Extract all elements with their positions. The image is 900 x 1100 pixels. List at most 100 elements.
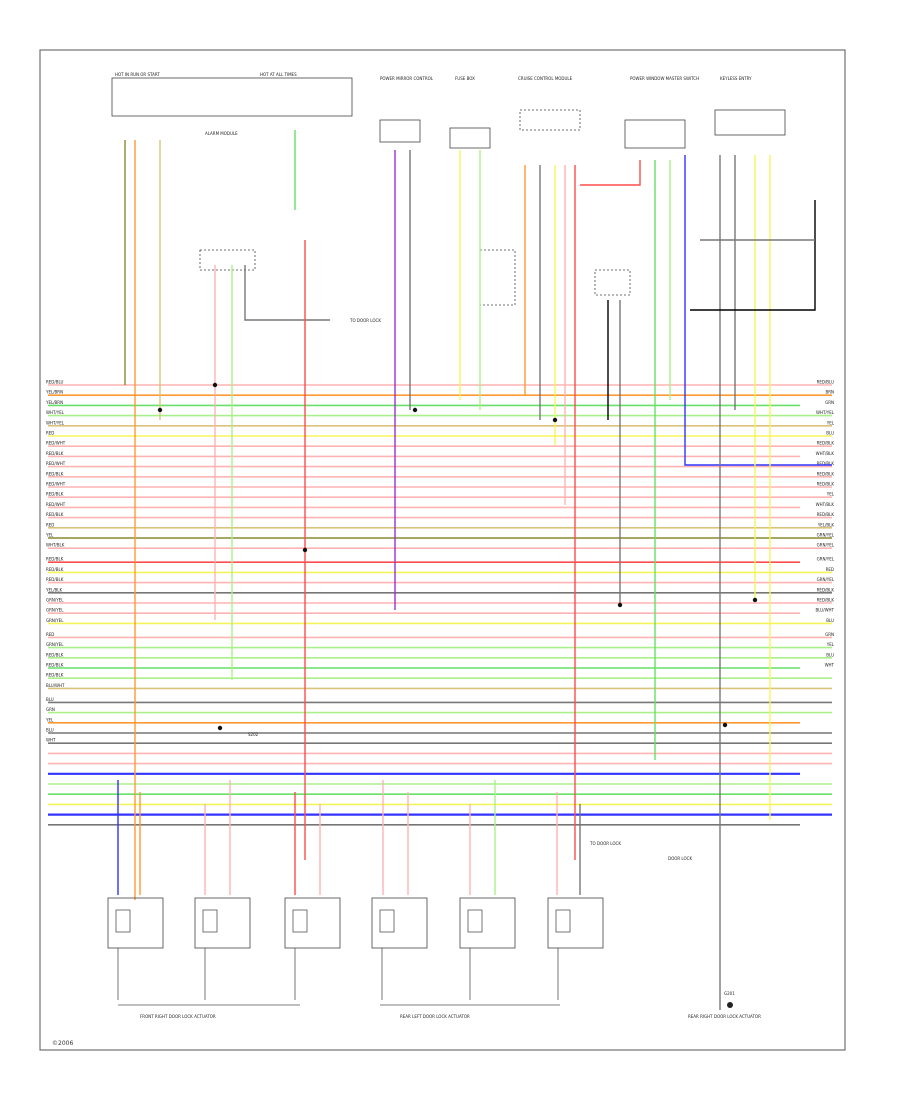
mirror-switch-box	[594, 269, 631, 296]
feed-wire	[690, 200, 816, 311]
actuator-group-label: FRONT RIGHT DOOR LOCK ACTUATOR	[140, 1014, 216, 1019]
keyless-box	[714, 109, 786, 136]
bus-label-left: WHT/YEL	[46, 410, 65, 415]
bus-label-left: RED/BLK	[46, 451, 64, 456]
component-label: HOT IN RUN OR START	[115, 72, 160, 77]
bus-label-left: RED/BLK	[46, 652, 64, 657]
bus-label-right: GRN/YEL	[817, 577, 835, 582]
lock-actuator-box	[459, 897, 516, 949]
splice-dot	[617, 602, 623, 608]
component-label: POWER WINDOW MASTER SWITCH	[630, 76, 699, 81]
bus-label-left: WHT/YEL	[46, 420, 65, 425]
bus-label-right: BLU	[826, 618, 834, 623]
bus-label-right: RED/BLU	[817, 380, 835, 385]
window-switch-box	[624, 119, 686, 149]
bus-label-right: GRN	[825, 632, 834, 637]
power-mirror-box	[379, 119, 421, 143]
bus-label-right: GRN	[825, 400, 834, 405]
bus-label-left: GRN/YEL	[46, 642, 64, 647]
actuator-motor	[379, 909, 395, 933]
bus-label-left: BLU/WHT	[46, 683, 65, 688]
splice-dot	[412, 407, 418, 413]
lock-actuator-box	[194, 897, 251, 949]
lock-actuator-box	[547, 897, 604, 949]
cruise-switch-box	[479, 249, 516, 306]
lock-actuator-box	[371, 897, 428, 949]
cruise-module-box	[519, 109, 581, 131]
bus-label-left: RED/BLK	[46, 577, 64, 582]
bus-label-left: RED/WHT	[46, 461, 66, 466]
lock-actuator-box	[107, 897, 164, 949]
actuator-motor	[555, 909, 571, 933]
component-label: HOT AT ALL TIMES	[260, 72, 297, 77]
feed-wire	[580, 160, 641, 186]
bus-label-left: YEL	[45, 717, 54, 722]
splice-label: S202	[248, 732, 259, 737]
bus-label-left: RED/BLK	[46, 492, 64, 497]
bus-label-left: GRN	[46, 707, 55, 712]
bus-label-right: GRN/YEL	[817, 543, 835, 548]
lock-actuator-box	[284, 897, 341, 949]
bus-label-right: BRN	[825, 390, 834, 395]
splice-dot	[302, 547, 308, 553]
bus-label-left: RED/BLK	[46, 673, 64, 678]
bus-label-left: WHT	[46, 738, 56, 743]
bus-label-right: RED	[826, 567, 834, 572]
bus-label-right: RED/BLK	[817, 441, 835, 446]
bus-label-left: RED/WHT	[46, 441, 66, 446]
lock-note-label: DOOR LOCK	[668, 856, 692, 861]
bus-label-left: YEL/BRN	[45, 390, 63, 395]
ground-label: G201	[724, 991, 735, 996]
bus-label-left: GRN/YEL	[46, 608, 64, 613]
component-label: POWER MIRROR CONTROL	[380, 76, 434, 81]
bus-label-right: WHT/BLK	[816, 502, 835, 507]
arrow-label: TO DOOR LOCK	[349, 318, 381, 323]
splice-dot	[722, 722, 728, 728]
arrow-label: TO DOOR LOCK	[589, 841, 621, 846]
splice-dot	[157, 407, 163, 413]
bus-label-right: BLU	[826, 431, 834, 436]
copyright-text: ©2006	[52, 1040, 74, 1047]
bus-label-left: RED/BLK	[46, 567, 64, 572]
bus-label-right: YEL	[826, 492, 835, 497]
bus-label-right: RED/BLK	[817, 512, 835, 517]
bus-label-left: WHT/BLK	[46, 543, 65, 548]
fuse-box	[449, 127, 491, 149]
component-label: CRUISE CONTROL MODULE	[518, 76, 573, 81]
splice-dot	[217, 725, 223, 731]
bus-label-left: RED	[46, 632, 54, 637]
bus-label-right: YEL	[826, 642, 835, 647]
bus-label-right: RED/BLK	[817, 461, 835, 466]
lock-switch-box	[199, 249, 256, 271]
splice-dot	[552, 417, 558, 423]
ground-symbol	[727, 1002, 733, 1008]
splice-dot	[752, 597, 758, 603]
bus-label-right: BLU	[826, 652, 834, 657]
bus-label-left: RED/BLU	[46, 380, 64, 385]
bus-label-left: GRN/YEL	[46, 598, 64, 603]
bus-label-left: RED/BLK	[46, 663, 64, 668]
bus-label-left: BLU	[46, 728, 54, 733]
component-label: FUSE BOX	[455, 76, 475, 81]
bus-label-right: YEL/BLK	[817, 522, 835, 527]
bus-label-left: RED/BLK	[46, 512, 64, 517]
bus-label-left: YEL/BLK	[45, 587, 63, 592]
bus-label-left: RED/WHT	[46, 482, 66, 487]
bus-label-right: GRN/YEL	[817, 557, 835, 562]
bus-label-right: RED/BLK	[817, 598, 835, 603]
bus-label-left: BLU	[46, 697, 54, 702]
bus-label-left: GRN/YEL	[46, 618, 64, 623]
bus-label-right: WHT	[825, 663, 835, 668]
actuator-group-label: REAR LEFT DOOR LOCK ACTUATOR	[400, 1014, 470, 1019]
feed-wire	[684, 155, 832, 466]
component-label: ALARM MODULE	[205, 131, 238, 136]
bus-label-left: RED/WHT	[46, 502, 66, 507]
bus-label-left: RED/BLK	[46, 557, 64, 562]
bus-label-right: YEL	[826, 420, 835, 425]
bus-label-right: RED/BLK	[817, 482, 835, 487]
actuator-group-label: REAR RIGHT DOOR LOCK ACTUATOR	[688, 1014, 761, 1019]
bus-label-left: RED	[46, 522, 54, 527]
diagram-frame	[39, 49, 846, 1051]
bus-label-right: WHT/BLK	[816, 451, 835, 456]
